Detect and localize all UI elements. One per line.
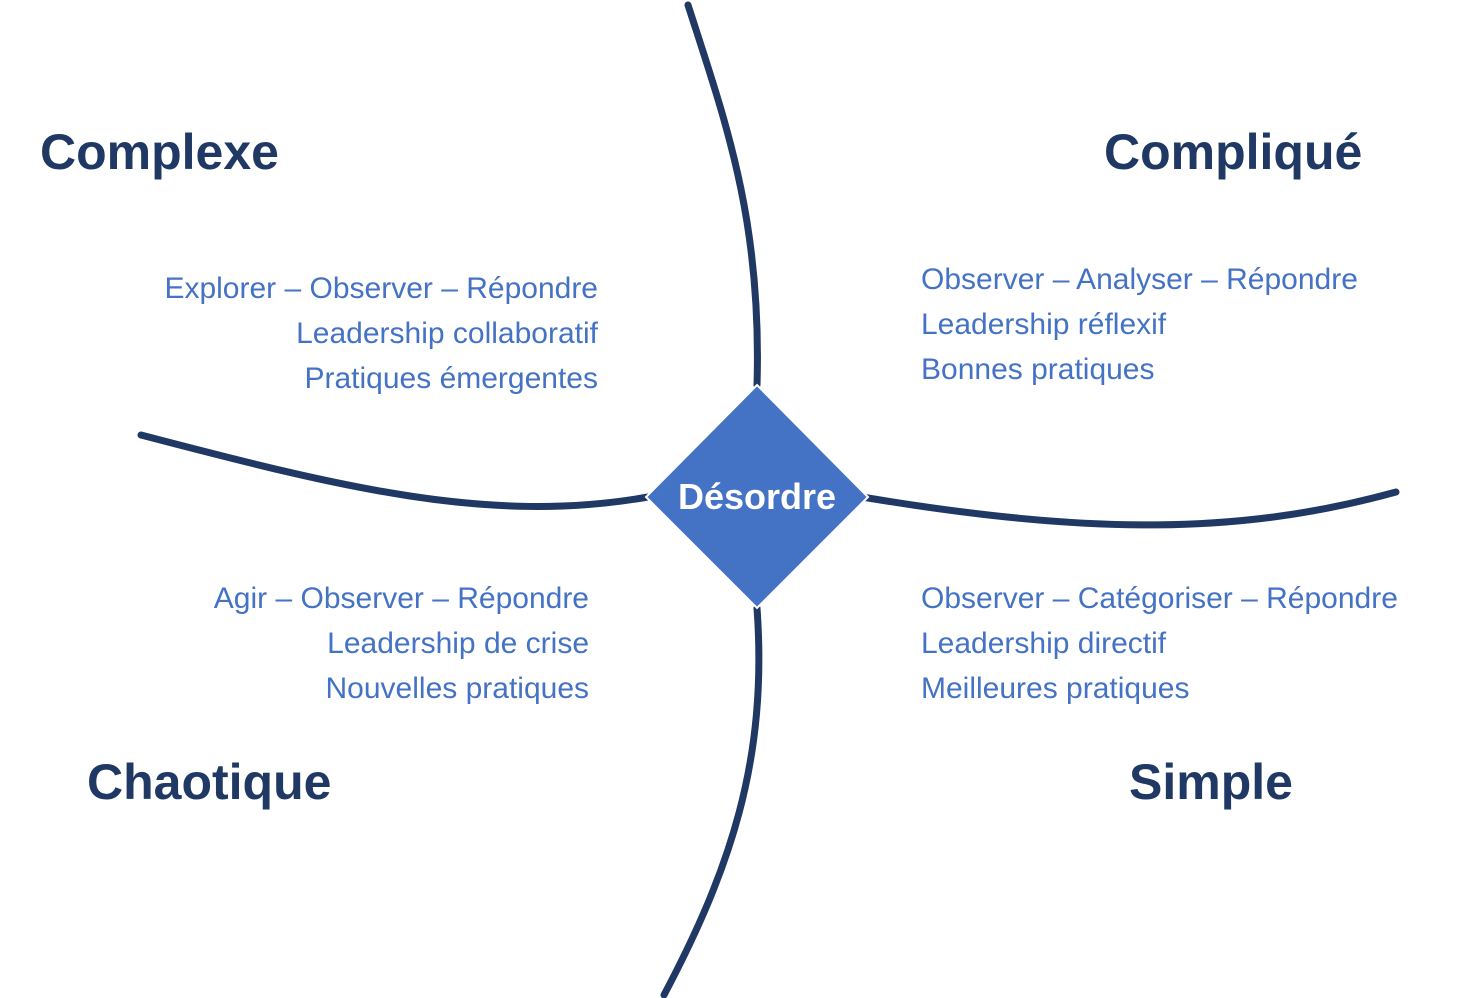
practices-line: Pratiques émergentes <box>304 362 599 395</box>
leadership-line: Leadership collaboratif <box>296 317 598 350</box>
disorder-diamond <box>644 383 870 610</box>
domain-title-complexe: Complexe <box>40 124 279 180</box>
domain-practices-chaotique: Agir – Observer – Répondre Leadership de… <box>214 576 589 711</box>
practices-line: Meilleures pratiques <box>921 672 1190 705</box>
practices-line: Bonnes pratiques <box>921 353 1155 386</box>
boundary-bottom <box>660 604 763 998</box>
domain-title-chaotique: Chaotique <box>87 754 332 810</box>
disorder-label: Désordre <box>677 476 837 517</box>
approach-line: Agir – Observer – Répondre <box>213 582 589 615</box>
domain-practices-simple: Observer – Catégoriser – Répondre Leader… <box>921 576 1398 711</box>
leadership-line: Leadership directif <box>921 627 1167 660</box>
practices-line: Nouvelles pratiques <box>325 672 589 705</box>
domain-title-simple: Simple <box>1129 754 1293 810</box>
boundary-left <box>137 431 652 510</box>
boundary-right <box>858 488 1400 529</box>
approach-line: Explorer – Observer – Répondre <box>164 272 598 305</box>
domain-title-complique: Compliqué <box>1104 124 1363 180</box>
domain-practices-complexe: Explorer – Observer – Répondre Leadershi… <box>164 266 598 401</box>
boundary-top <box>684 1 761 389</box>
approach-line: Observer – Catégoriser – Répondre <box>921 582 1398 615</box>
leadership-line: Leadership de crise <box>327 627 589 660</box>
approach-line: Observer – Analyser – Répondre <box>921 263 1358 296</box>
leadership-line: Leadership réflexif <box>921 308 1167 341</box>
domain-practices-complique: Observer – Analyser – Répondre Leadershi… <box>921 257 1358 392</box>
